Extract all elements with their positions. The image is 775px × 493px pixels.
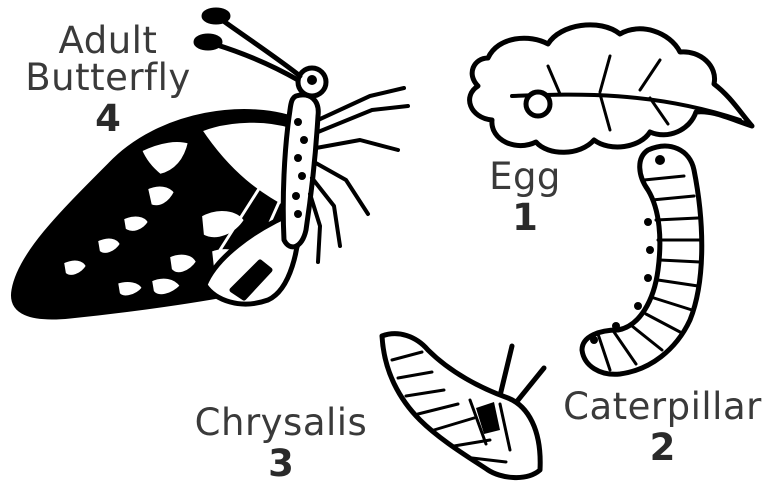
stage-name: Adult [18,22,198,59]
caterpillar-label: Caterpillar 2 [555,388,770,466]
egg-label: Egg 1 [480,158,570,236]
stage-name: Chrysalis [186,404,376,441]
butterfly-body [283,95,318,247]
stage-name: Caterpillar [555,388,770,425]
chrysalis-label: Chrysalis 3 [186,404,376,482]
stage-name: Egg [480,158,570,195]
egg [526,92,550,116]
caterpillar-icon [582,146,702,374]
stage-number: 2 [555,429,770,466]
stage-number: 3 [186,445,376,482]
chrysalis-icon [382,334,544,478]
egg-on-leaf-icon [470,25,752,152]
stage-name: Butterfly [18,59,198,96]
oak-leaf [470,25,752,152]
adult-butterfly-label: Adult Butterfly 4 [18,22,198,137]
stage-number: 1 [480,199,570,236]
stage-number: 4 [18,100,198,137]
